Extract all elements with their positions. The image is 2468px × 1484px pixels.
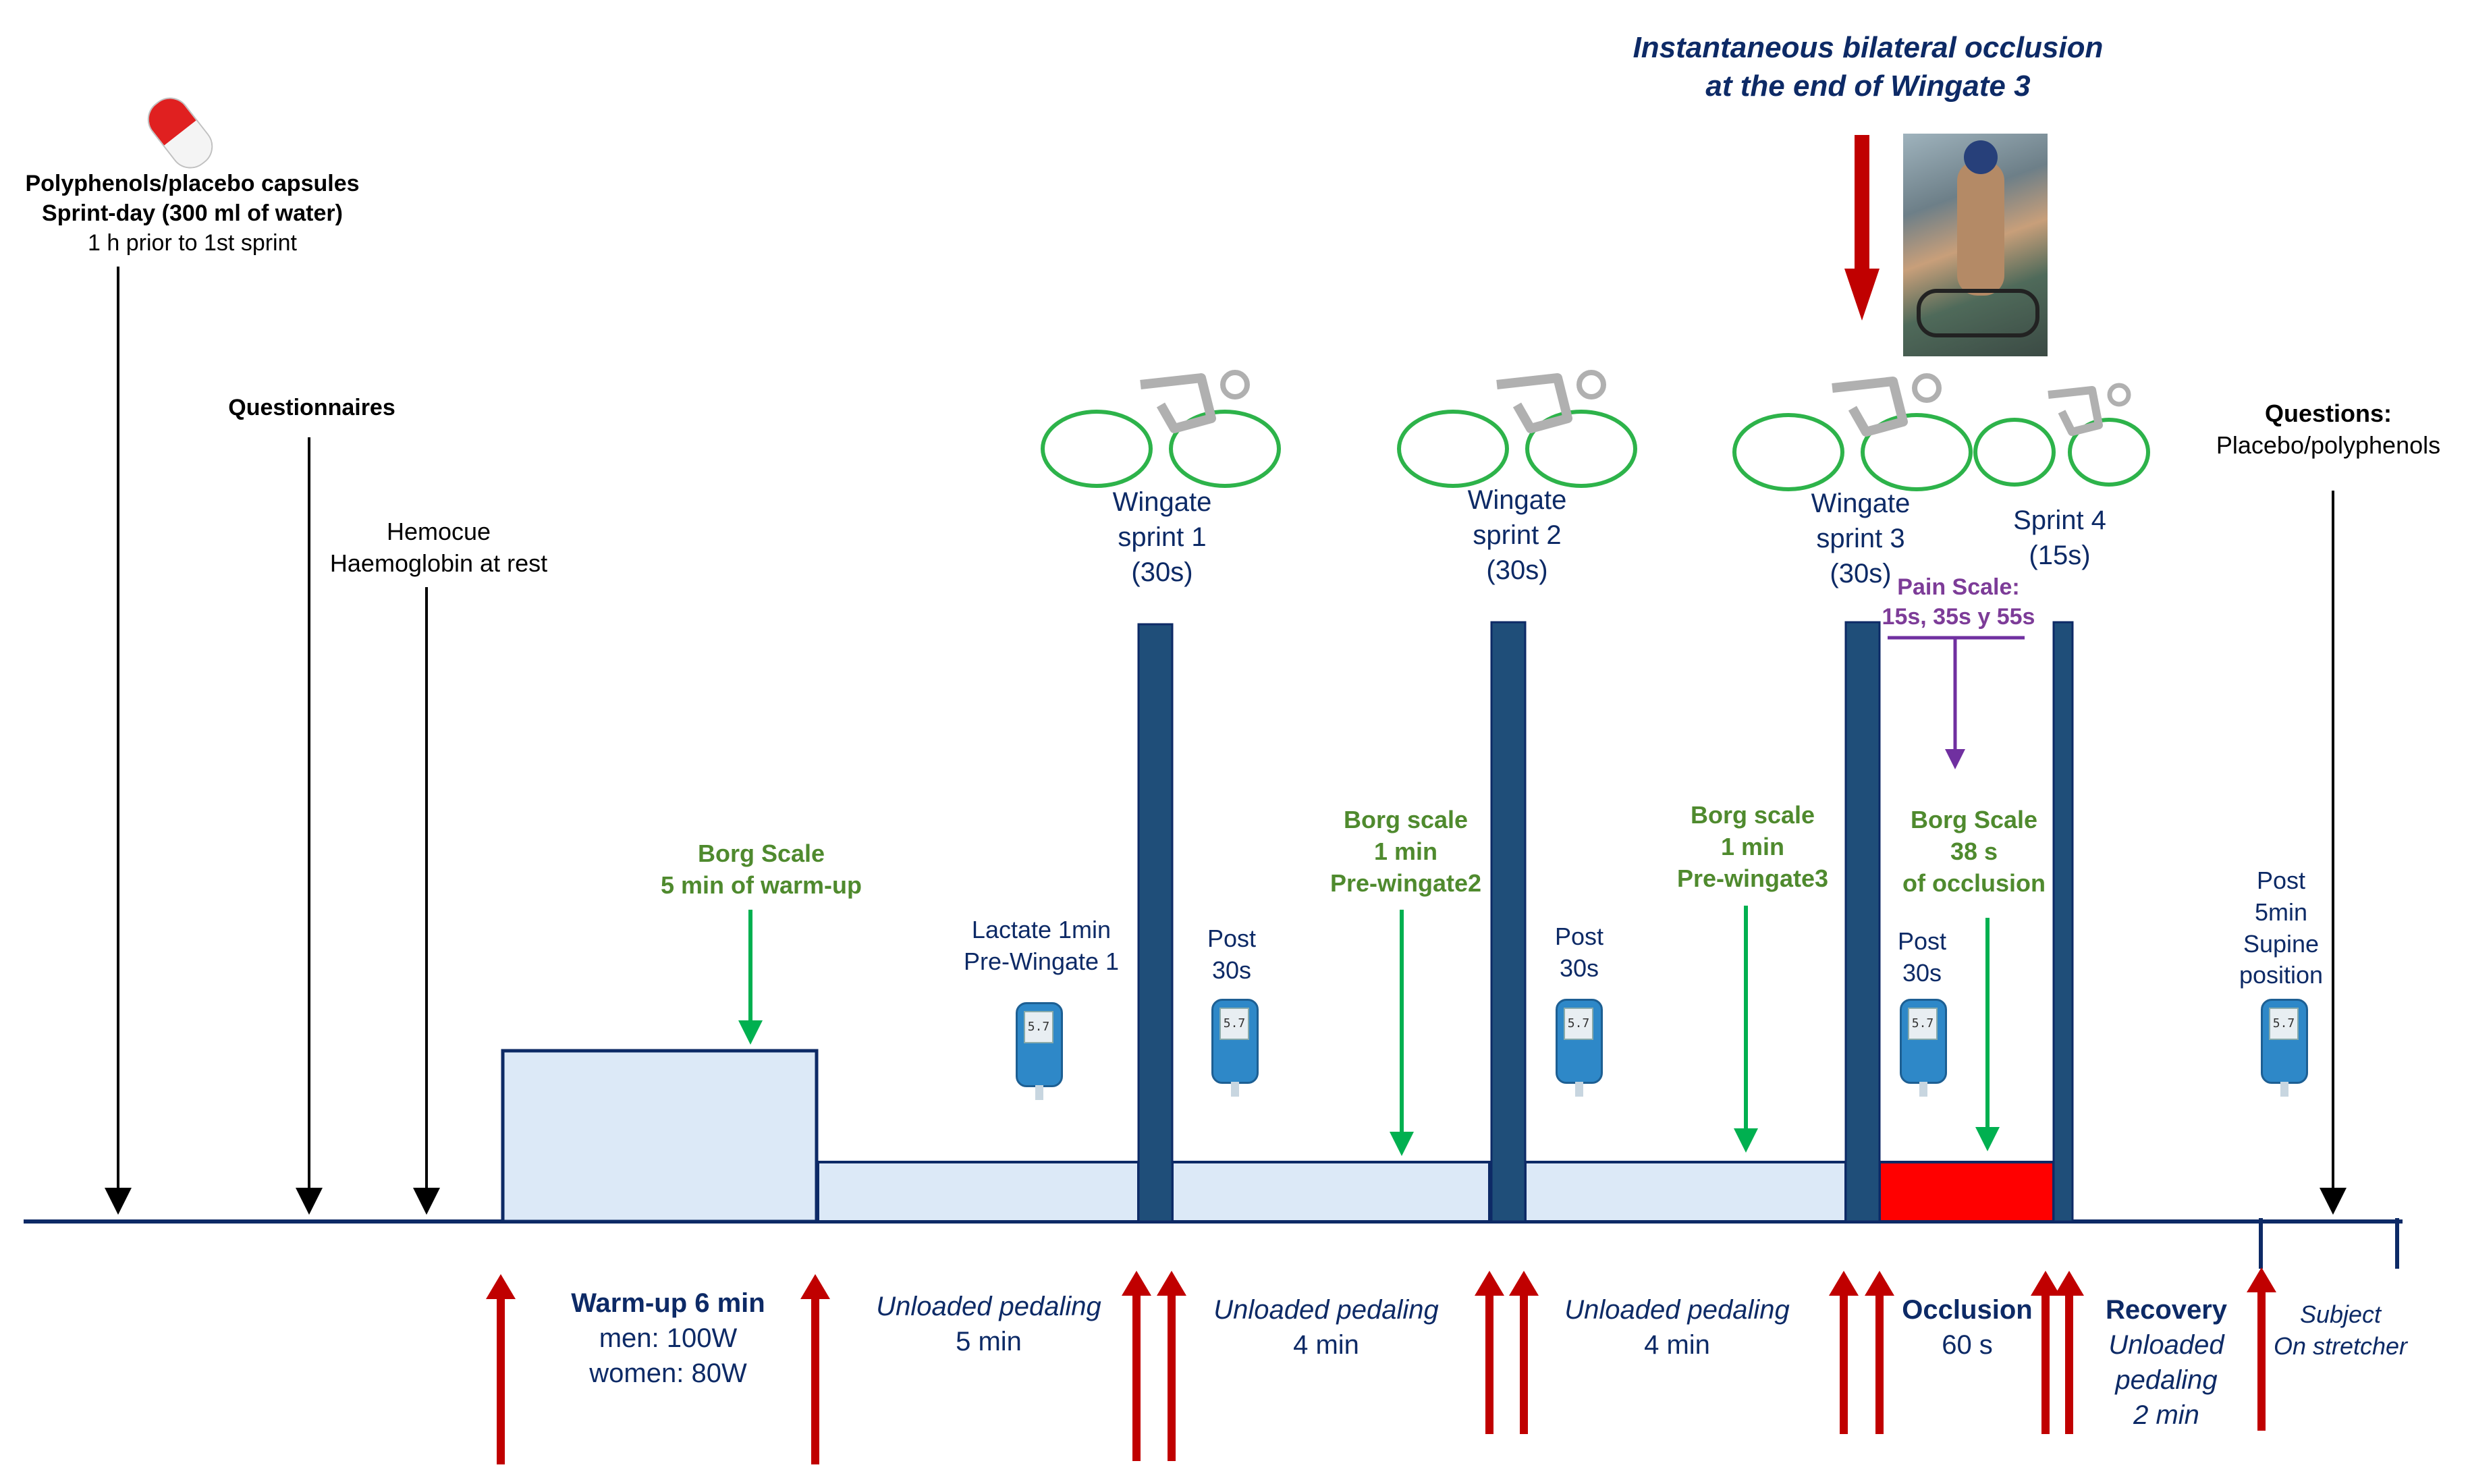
warmup-label: Warm-up 6 min men: 100W women: 80W	[571, 1288, 765, 1388]
timing-arrow	[2054, 1271, 2084, 1434]
timing-arrow	[1122, 1271, 1151, 1461]
lactate-meter-icon: 5.7	[1211, 999, 1259, 1097]
timing-arrow	[2247, 1267, 2276, 1431]
sprint-bar-3	[1844, 621, 1881, 1223]
lactate-meter-icon: 5.7	[1556, 999, 1603, 1097]
recovery-label: Recovery Unloaded pedaling 2 min	[2105, 1295, 2228, 1430]
sprint-label-4: Sprint 4(15s)	[2013, 505, 2106, 570]
unloaded-block-2	[1171, 1161, 1491, 1223]
timing-arrow	[1509, 1271, 1539, 1434]
stretcher-label: Subject On stretcher	[2273, 1300, 2408, 1360]
occlusion-block	[1878, 1161, 2055, 1223]
timing-arrow	[2031, 1271, 2060, 1434]
questionnaires-label: Questionnaires	[228, 395, 395, 420]
lactate-meter-icon: 5.7	[2261, 999, 2308, 1097]
timing-arrow	[1865, 1271, 1894, 1434]
unloaded-block-1	[817, 1161, 1140, 1223]
timing-arrows	[486, 1267, 2276, 1464]
sprint-bar-2	[1490, 621, 1527, 1223]
cyclist-icon	[1041, 370, 1281, 488]
occlusion-label: Occlusion 60 s	[1902, 1295, 2033, 1360]
warmup-block	[501, 1049, 819, 1224]
sprint-bar-4	[2052, 621, 2074, 1223]
timing-arrow	[1157, 1271, 1186, 1461]
capsules-label: Polyphenols/placebo capsules Sprint-day …	[25, 171, 360, 256]
lactate-meter-icon: 5.7	[1016, 1002, 1063, 1100]
occlusion-photo	[1903, 134, 2048, 356]
questions-end-label: Questions: Placebo/polyphenols	[2216, 400, 2441, 459]
timing-arrow	[1475, 1271, 1504, 1434]
hemocue-label: Hemocue Haemoglobin at rest	[329, 518, 548, 577]
unloaded-block-3	[1524, 1161, 1847, 1223]
cyclist-icon	[1732, 373, 1973, 491]
cyclist-icon	[1397, 370, 1637, 488]
lactate-meter-icon: 5.7	[1900, 999, 1947, 1097]
cyclist-icon	[1973, 383, 2150, 487]
timing-arrow	[800, 1274, 830, 1464]
unloaded-label-3: Unloaded pedaling 4 min	[1564, 1295, 1790, 1360]
unloaded-label-1: Unloaded pedaling 5 min	[876, 1292, 1101, 1356]
occlusion-note: Instantaneous bilateral occlusion at the…	[1633, 31, 2104, 103]
sprint-bar-1	[1137, 623, 1174, 1223]
occlusion-red-arrow	[1844, 135, 1880, 321]
unloaded-label-2: Unloaded pedaling 4 min	[1213, 1295, 1439, 1360]
pain-scale-label: Pain Scale:15s, 35s y 55s	[1882, 574, 2035, 630]
timing-arrow	[1829, 1271, 1859, 1434]
pain-scale-bracket	[1888, 636, 2025, 769]
timing-arrow	[486, 1274, 516, 1464]
